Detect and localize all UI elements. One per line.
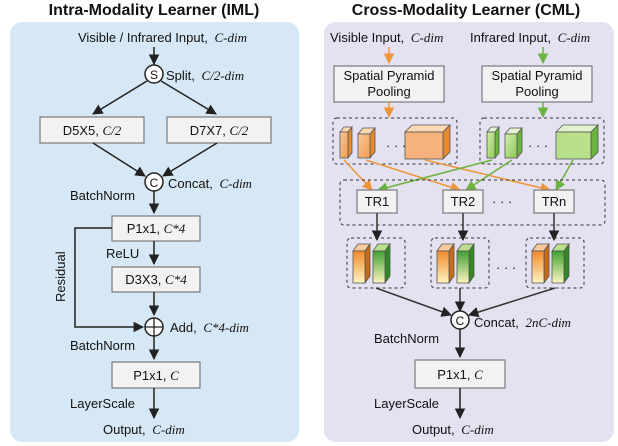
iml-d3x3-label: D3X3, C*4 bbox=[125, 272, 187, 287]
cml-concat-label: Concat, 2nC-dim bbox=[474, 315, 571, 330]
cml-output-label: Output, C-dim bbox=[412, 422, 494, 437]
cml-layerscale: LayerScale bbox=[374, 396, 439, 411]
cml-tr1-label: TR1 bbox=[365, 194, 390, 209]
cml-visible-feature-cube-2 bbox=[357, 126, 376, 160]
iml-output-label: Output, C-dim bbox=[103, 422, 185, 437]
cml-visible-feature-cube-1 bbox=[339, 125, 353, 160]
cml-output-dim: C-dim bbox=[461, 422, 494, 437]
iml-d5x5-label: D5X5, C/2 bbox=[63, 123, 122, 138]
iml-batchnorm-1: BatchNorm bbox=[70, 188, 135, 203]
iml-p1x1-expand-box bbox=[111, 215, 201, 242]
cml-fused-dots: · · · bbox=[496, 260, 516, 275]
iml-d7x7-label: D7X7, C/2 bbox=[190, 123, 249, 138]
cml-infrared-input-dim: C-dim bbox=[558, 30, 591, 45]
iml-d3x3-box bbox=[111, 266, 201, 293]
cml-background bbox=[324, 22, 614, 442]
cml-batchnorm: BatchNorm bbox=[374, 331, 439, 346]
cml-spp-visible-box bbox=[333, 65, 445, 103]
iml-relu: ReLU bbox=[106, 246, 139, 261]
iml-d7x7-dim: C/2 bbox=[229, 123, 248, 138]
cml-spp-infrared-line1: Spatial Pyramid bbox=[491, 68, 582, 83]
cml-fused-group-n bbox=[525, 237, 585, 289]
cml-infrared-feature-dots: · · · bbox=[528, 138, 548, 153]
iml-residual-connection bbox=[74, 227, 145, 333]
iml-d7x7-box bbox=[166, 116, 272, 144]
cml-p1x1-dim: C bbox=[474, 367, 483, 382]
iml-input-dim: C-dim bbox=[214, 30, 247, 45]
cml-concat-dim: 2nC-dim bbox=[525, 315, 571, 330]
iml-split-node bbox=[144, 64, 164, 84]
cml-infrared-input-label: Infrared Input, C-dim bbox=[470, 30, 590, 45]
iml-add-label: Add, C*4-dim bbox=[170, 320, 249, 335]
cml-visible-input-label: Visible Input, C-dim bbox=[330, 30, 443, 45]
cml-transformer-group bbox=[339, 179, 606, 226]
cml-panel: Cross-Modality Learner (CML) Visible Inp… bbox=[324, 2, 614, 442]
cml-tr-dots: · · · bbox=[492, 194, 512, 209]
iml-d7x7-text: D7X7, bbox=[190, 123, 226, 138]
cml-fused-group-2 bbox=[430, 237, 490, 289]
iml-p1x1-project-box bbox=[111, 361, 201, 389]
iml-add-dim: C*4-dim bbox=[203, 320, 249, 335]
cml-trn-label: TRn bbox=[542, 194, 567, 209]
cml-infrared-feature-cube-1 bbox=[486, 125, 500, 160]
iml-p1x1-expand-label: P1x1, C*4 bbox=[127, 221, 186, 236]
iml-input-label: Visible / Infrared Input, C-dim bbox=[78, 30, 247, 45]
iml-d5x5-box bbox=[39, 116, 145, 144]
cml-output-text: Output, bbox=[412, 422, 455, 437]
iml-p1x1-project-label: P1x1, C bbox=[133, 368, 179, 383]
cml-spp-infrared-box bbox=[481, 65, 593, 103]
cml-spp-visible-line2: Pooling bbox=[367, 84, 410, 99]
iml-concat-dim: C-dim bbox=[219, 176, 252, 191]
iml-split-text: Split, bbox=[166, 68, 195, 83]
cml-fused-group-1 bbox=[346, 237, 406, 289]
iml-output-dim: C-dim bbox=[152, 422, 185, 437]
cml-title: Cross-Modality Learner (CML) bbox=[352, 2, 580, 19]
cml-visible-input-dim: C-dim bbox=[411, 30, 444, 45]
iml-d5x5-dim: C/2 bbox=[102, 123, 121, 138]
iml-d5x5-text: D5X5, bbox=[63, 123, 99, 138]
iml-p1x1-project-text: P1x1, bbox=[133, 368, 166, 383]
iml-p1x1-project-dim: C bbox=[170, 368, 179, 383]
cml-visible-feature-group bbox=[332, 117, 458, 165]
cml-p1x1-box bbox=[414, 359, 506, 389]
cml-concat-symbol: C bbox=[456, 314, 465, 328]
iml-d3x3-text: D3X3, bbox=[125, 272, 161, 287]
cml-infrared-input-text: Infrared Input, bbox=[470, 30, 551, 45]
cml-visible-feature-dots: · · · bbox=[386, 138, 406, 153]
iml-p1x1-expand-text: P1x1, bbox=[127, 221, 160, 236]
iml-concat-label: Concat, C-dim bbox=[168, 176, 252, 191]
iml-add-text: Add, bbox=[170, 320, 197, 335]
cml-visible-input-text: Visible Input, bbox=[330, 30, 404, 45]
iml-residual-label: Residual bbox=[53, 251, 68, 302]
cml-p1x1-text: P1x1, bbox=[437, 367, 470, 382]
iml-p1x1-expand-dim: C*4 bbox=[164, 221, 186, 236]
cml-spp-infrared-line2: Pooling bbox=[515, 84, 558, 99]
cml-infrared-feature-group bbox=[479, 117, 605, 165]
iml-panel: Intra-Modality Learner (IML) Visible / I… bbox=[10, 2, 299, 442]
cml-p1x1-label: P1x1, C bbox=[437, 367, 483, 382]
cml-concat-text: Concat, bbox=[474, 315, 519, 330]
cml-infrared-feature-cube-3 bbox=[555, 124, 599, 160]
iml-concat-symbol: C bbox=[150, 176, 159, 190]
iml-split-symbol: S bbox=[150, 68, 158, 82]
iml-batchnorm-2: BatchNorm bbox=[70, 338, 135, 353]
iml-output-text: Output, bbox=[103, 422, 146, 437]
cml-infrared-feature-cube-2 bbox=[504, 126, 523, 160]
iml-layerscale: LayerScale bbox=[70, 396, 135, 411]
iml-input-text: Visible / Infrared Input, bbox=[78, 30, 208, 45]
cml-visible-feature-cube-3 bbox=[404, 124, 451, 160]
iml-title: Intra-Modality Learner (IML) bbox=[49, 2, 260, 19]
iml-concat-text: Concat, bbox=[168, 176, 213, 191]
iml-d3x3-dim: C*4 bbox=[165, 272, 187, 287]
iml-split-label: Split, C/2-dim bbox=[166, 68, 244, 83]
iml-split-dim: C/2-dim bbox=[202, 68, 245, 83]
cml-tr2-label: TR2 bbox=[451, 194, 476, 209]
cml-spp-visible-line1: Spatial Pyramid bbox=[343, 68, 434, 83]
